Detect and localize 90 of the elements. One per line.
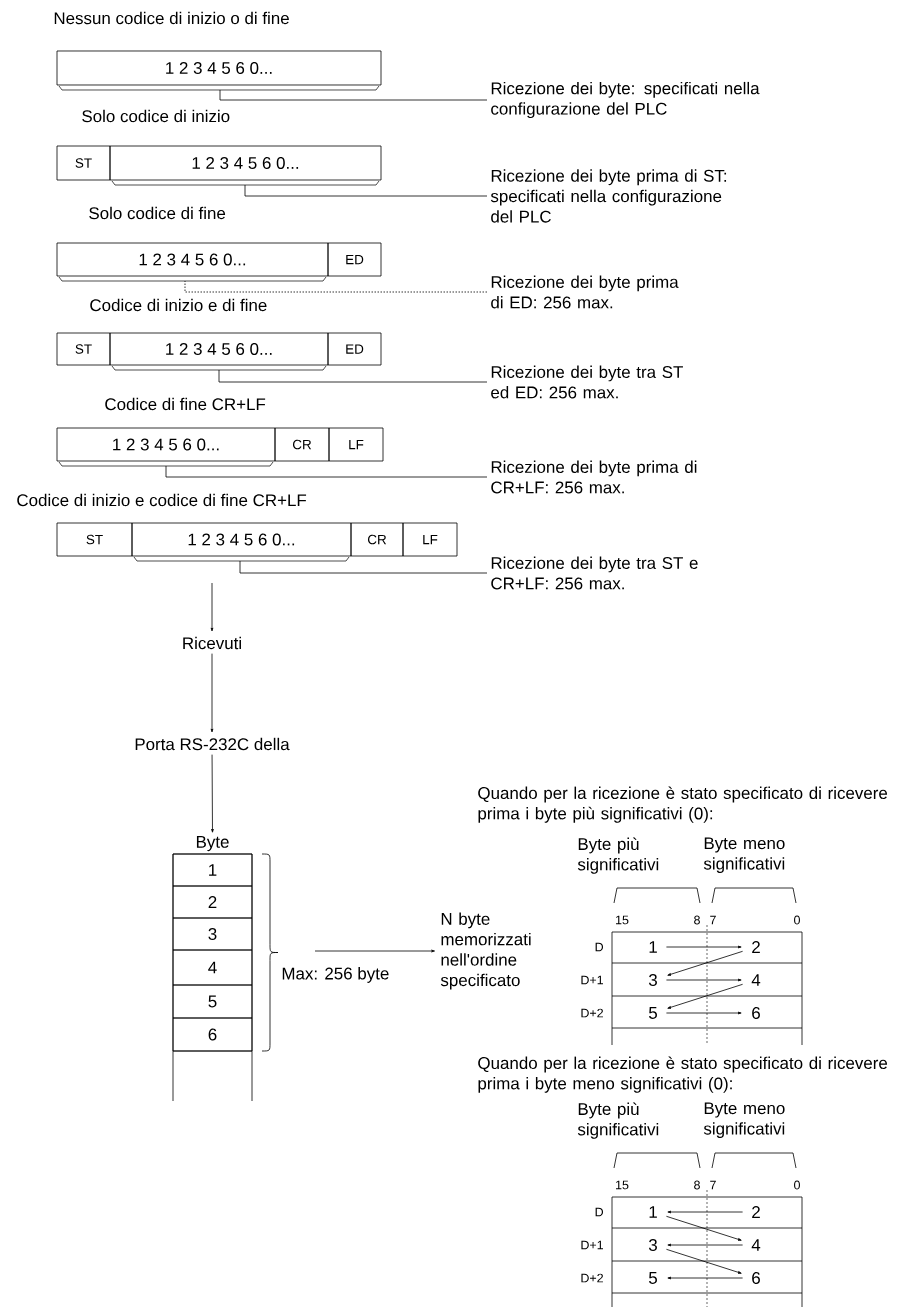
- byte-number: 4: [751, 974, 761, 986]
- row-label: D+2: [581, 1273, 603, 1283]
- arrow: [210, 653, 214, 733]
- row-label: D+1: [581, 975, 603, 985]
- data-cell: 1 2 3 4 5 6 0...: [109, 145, 382, 181]
- byte-cell: 1: [172, 853, 253, 887]
- byte-heading: Byte meno significativi: [703, 837, 785, 873]
- order-arrow: [666, 1248, 742, 1274]
- byte-cell: 3: [172, 917, 253, 951]
- range-label: Max: 256 byte: [282, 967, 389, 983]
- frame-heading: Nessun codice di inizio o di fine: [54, 11, 289, 25]
- code-cell: ST: [56, 145, 111, 181]
- bit-number: 8: [694, 915, 700, 925]
- order-arrow: [667, 1210, 743, 1214]
- byte-number: 1: [649, 941, 657, 953]
- byte-number: 5: [648, 1272, 657, 1284]
- code-cell: CR: [274, 427, 330, 462]
- description-text: Ricezione dei byte tra ST e CR+LF: 256 max.: [491, 556, 698, 590]
- bit-number: 0: [794, 1180, 800, 1190]
- leader-line: [244, 184, 488, 197]
- order-arrow: [667, 1243, 743, 1247]
- description-text: Ricezione dei byte prima di CR+LF: 256 max.: [491, 460, 697, 494]
- order-arrow: [667, 1276, 743, 1280]
- code-cell: LF: [402, 522, 458, 557]
- order-arrow: [667, 950, 743, 976]
- arrow: [314, 949, 435, 953]
- order-arrow: [666, 945, 742, 949]
- order-arrow: [667, 983, 743, 1009]
- description-text: Ricezione dei byte tra ST ed ED: 256 max.: [491, 365, 683, 399]
- bit-number: 7: [710, 1180, 716, 1190]
- code-cell: ED: [327, 242, 382, 277]
- row-label: D: [595, 942, 603, 952]
- bit-number: 7: [710, 915, 716, 925]
- arrow: [211, 754, 214, 833]
- byte-heading: Byte più significativi: [577, 1102, 659, 1139]
- condition-heading: Quando per la ricezione è stato specificato di ricevere prima i byte meno significativi (0):: [478, 1056, 888, 1093]
- byte-cell: 2: [172, 885, 253, 919]
- node-label: Byte: [196, 836, 229, 852]
- data-cell: 1 2 3 4 5 6 0...: [109, 332, 329, 366]
- code-cell: ED: [327, 332, 382, 366]
- frame-heading: Codice di inizio e di fine: [90, 298, 267, 312]
- order-arrow: [666, 978, 742, 982]
- byte-heading: Byte più significativi: [577, 837, 659, 874]
- leader-line: [219, 89, 488, 101]
- byte-number: 6: [752, 1007, 760, 1019]
- condition-heading: Quando per la ricezione è stato specificato di ricevere prima i byte più significativi (0):: [478, 786, 888, 823]
- byte-number: 3: [648, 1239, 657, 1251]
- step-label: Ricevuti: [183, 636, 241, 650]
- code-cell: ST: [56, 332, 111, 366]
- description-text: Ricezione dei byte prima di ED: 256 max.: [491, 275, 679, 309]
- byte-number: 3: [648, 974, 657, 986]
- description-text: Ricezione dei byte prima di ST: specificati nella configurazione del PLC: [490, 169, 727, 223]
- data-cell: 1 2 3 4 5 6 0...: [56, 427, 276, 462]
- leader-line: [239, 560, 488, 574]
- note-text: N byte memorizzati nell'ordine specificato: [440, 912, 531, 990]
- data-cell: 1 2 3 4 5 6 0...: [56, 50, 382, 86]
- byte-number: 2: [752, 1206, 760, 1218]
- byte-cell: 4: [172, 949, 253, 986]
- frame-heading: Codice di fine CR+LF: [105, 397, 266, 411]
- code-cell: LF: [328, 427, 384, 462]
- byte-number: 4: [751, 1239, 761, 1251]
- byte-number: 2: [752, 941, 760, 953]
- leader-line: [218, 369, 488, 383]
- row-label: D+2: [581, 1008, 603, 1018]
- bit-number: 15: [616, 915, 629, 925]
- leader-line: [184, 280, 488, 293]
- code-cell: CR: [350, 522, 404, 557]
- code-cell: ST: [56, 522, 133, 557]
- row-label: D: [595, 1207, 603, 1217]
- bit-number: 15: [616, 1180, 629, 1190]
- data-cell: 1 2 3 4 5 6 0...: [56, 242, 329, 277]
- arrow: [210, 582, 214, 632]
- order-arrow: [666, 1215, 742, 1241]
- bit-number: 8: [694, 1180, 700, 1190]
- leader-line: [165, 465, 488, 478]
- frame-heading: Solo codice di inizio: [82, 109, 230, 123]
- row-label: D+1: [581, 1240, 603, 1250]
- byte-number: 6: [752, 1272, 760, 1284]
- order-arrow: [666, 1011, 742, 1015]
- frame-heading: Codice di inizio e codice di fine CR+LF: [17, 493, 307, 507]
- data-cell: 1 2 3 4 5 6 0...: [131, 522, 352, 557]
- byte-number: 5: [648, 1007, 657, 1019]
- byte-cell: 5: [172, 984, 253, 1019]
- byte-number: 1: [649, 1206, 657, 1218]
- frame-heading: Solo codice di fine: [89, 206, 226, 220]
- bit-number: 0: [794, 915, 800, 925]
- byte-cell: 6: [172, 1017, 253, 1052]
- step-label: Porta RS-232C della: [135, 737, 290, 751]
- byte-heading: Byte meno significativi: [703, 1102, 785, 1138]
- description-text: Ricezione dei byte: specificati nella configurazione del PLC: [491, 81, 760, 119]
